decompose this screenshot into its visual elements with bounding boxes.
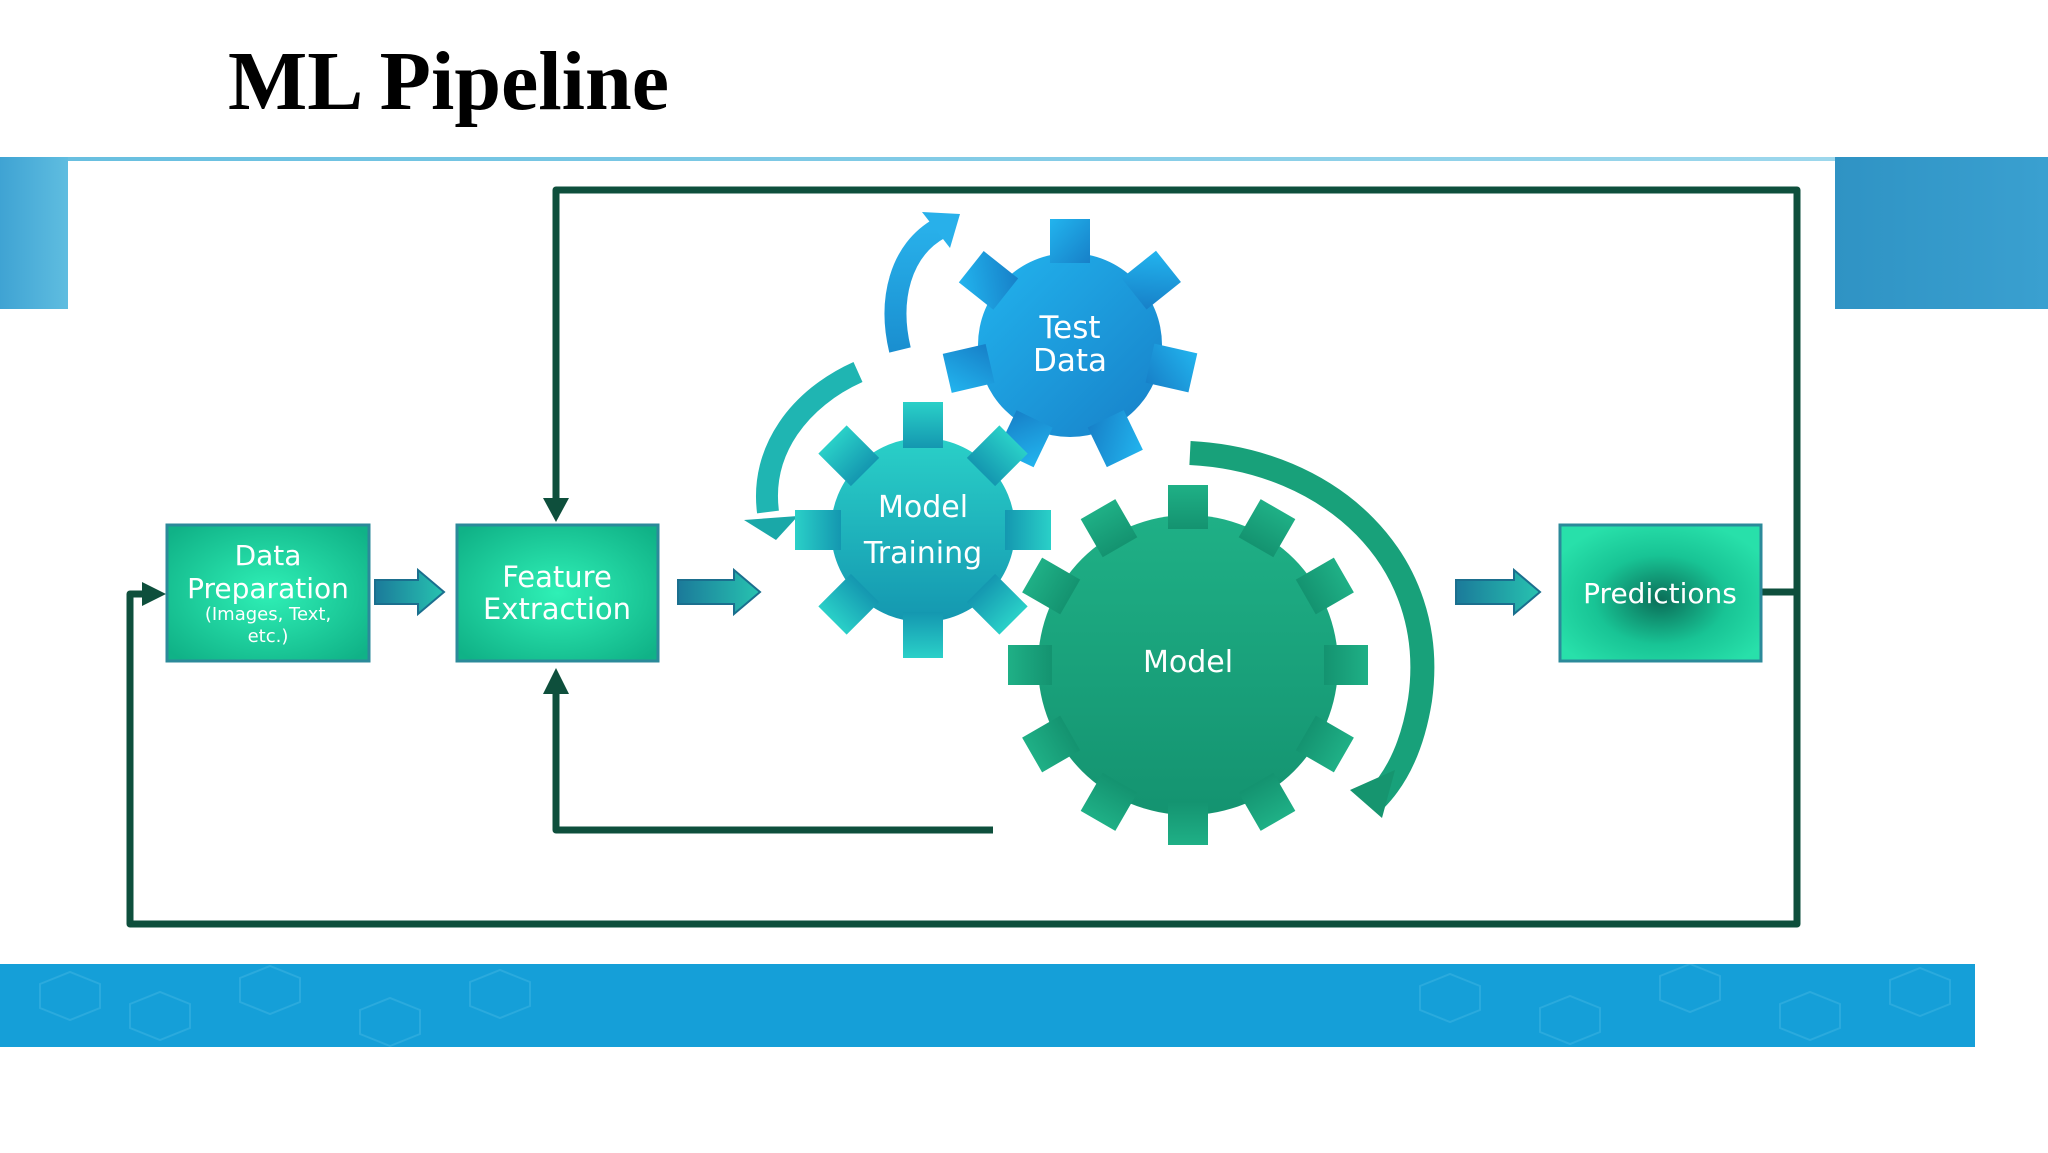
top-feedback-line <box>552 186 1801 596</box>
model-curved-arrow <box>1189 441 1435 809</box>
arrow-into-feature-top <box>543 498 569 522</box>
test-data-gear: Test Data <box>942 219 1198 468</box>
feature-extraction-line2: Extraction <box>483 592 631 626</box>
feedback-loop-lines <box>126 186 1801 928</box>
data-preparation-line2: Preparation <box>187 572 349 605</box>
flow-arrow-1 <box>374 567 446 617</box>
inner-feedback-line <box>552 690 993 834</box>
arrow-into-data-prep <box>142 582 166 606</box>
data-preparation-sub2: etc.) <box>248 626 289 647</box>
predictions-label: Predictions <box>1583 577 1737 610</box>
flow-arrow-3 <box>1455 567 1542 617</box>
data-preparation-line1: Data <box>235 539 302 572</box>
header-accent-line <box>68 157 1835 161</box>
test-data-line1: Test <box>1038 310 1100 346</box>
curved-arrows <box>744 212 1435 818</box>
arrow-into-feature-bottom <box>543 668 569 694</box>
outer-feedback-line <box>126 590 1801 928</box>
model-training-line2: Training <box>863 536 982 571</box>
model-training-gear: Model Training <box>795 402 1051 658</box>
flow-arrow-2 <box>677 567 762 617</box>
feature-extraction-node: Feature Extraction <box>455 523 660 663</box>
predictions-node: Predictions <box>1558 523 1763 663</box>
left-accent-block <box>0 157 68 309</box>
data-preparation-sub1: (Images, Text, <box>205 604 331 625</box>
model-training-curved-arrow <box>756 361 863 514</box>
test-data-line2: Data <box>1033 343 1107 379</box>
footer-band <box>0 964 1975 1047</box>
right-accent-block <box>1835 157 2048 309</box>
footer-hexagon-pattern <box>39 964 1951 1047</box>
model-label: Model <box>1143 645 1233 680</box>
feature-extraction-line1: Feature <box>502 560 612 594</box>
model-training-line1: Model <box>878 490 968 525</box>
model-gear: Model <box>1008 485 1368 845</box>
test-data-curved-arrow <box>884 218 946 353</box>
slide-title: ML Pipeline <box>228 35 669 128</box>
data-preparation-node: Data Preparation (Images, Text, etc.) <box>165 523 371 663</box>
